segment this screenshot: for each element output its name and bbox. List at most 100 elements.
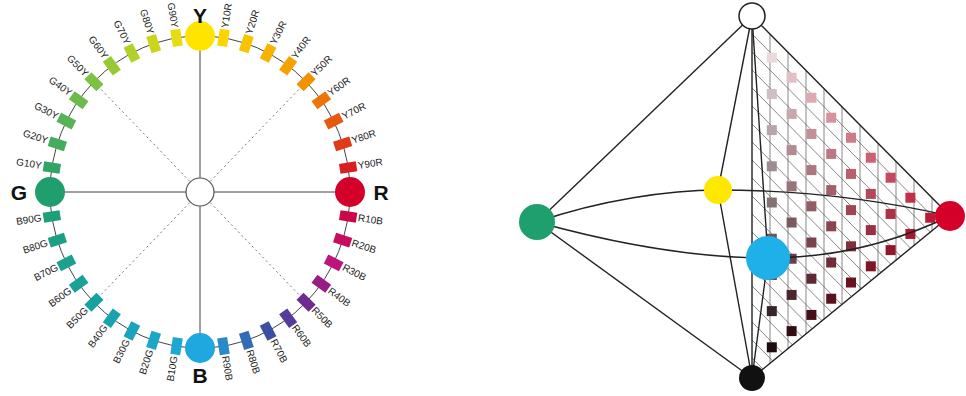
grid-line	[788, 0, 789, 396]
hue-swatch	[217, 29, 230, 47]
hue-swatch	[339, 210, 357, 223]
hue-notation: B50G	[65, 306, 90, 331]
hue-swatch	[333, 233, 352, 248]
nuance-square	[787, 145, 797, 155]
nuance-square	[787, 218, 797, 228]
hue-notation: Y60R	[326, 76, 352, 99]
hue-notation: Y40R	[290, 35, 313, 61]
dashed-diagonal	[200, 192, 306, 302]
center-circle	[186, 178, 214, 206]
nuance-square	[866, 225, 876, 235]
hue-swatch	[333, 136, 352, 151]
hue-notation: R40B	[326, 286, 352, 309]
solid-edge	[718, 16, 752, 190]
hue-notation: G70Y	[111, 19, 132, 46]
nuance-square	[806, 238, 816, 248]
nuance-square	[826, 258, 836, 268]
hue-notation: B80G	[22, 239, 49, 256]
equator-back	[537, 190, 950, 222]
nuance-square	[767, 342, 777, 352]
hue-notation: R80B	[245, 348, 262, 375]
hue-notation: R60B	[290, 323, 313, 349]
hue-swatch	[124, 43, 141, 63]
hue-swatch	[239, 331, 254, 350]
nuance-square	[767, 198, 777, 208]
nuance-squares	[767, 53, 935, 353]
nuance-square	[886, 209, 896, 219]
hue-notation: B40G	[87, 323, 110, 350]
primary-dot	[35, 177, 65, 207]
nuance-square	[826, 113, 836, 123]
yellow-dot	[704, 176, 732, 204]
grid-line	[752, 304, 950, 396]
nuance-square	[846, 278, 856, 288]
nuance-square	[826, 294, 836, 304]
solid-edge	[537, 16, 752, 222]
grid-line	[752, 286, 950, 396]
hue-notation: R50B	[310, 306, 335, 331]
grid-line	[806, 0, 807, 396]
hue-notation: G40Y	[47, 75, 74, 98]
grid-line	[752, 358, 950, 396]
nuance-square	[806, 201, 816, 211]
hue-notation: Y80R	[351, 128, 378, 145]
hue-notation: R20B	[351, 239, 378, 256]
hue-swatch	[324, 113, 344, 130]
hue-notation: R70B	[268, 338, 288, 365]
primary-dot	[185, 21, 215, 51]
primary-letter: G	[11, 182, 27, 203]
hue-swatch	[217, 337, 230, 355]
grid-line	[752, 124, 950, 324]
dashed-diagonal	[200, 82, 306, 192]
hue-notation: G20Y	[22, 128, 49, 145]
primary-dot	[185, 333, 215, 363]
hue-notation: G90Y	[166, 2, 180, 29]
hue-swatch	[260, 321, 277, 341]
hue-notation: R30B	[340, 263, 367, 283]
solid-poles	[519, 3, 965, 391]
hue-swatch	[170, 29, 183, 47]
hue-swatch	[57, 255, 77, 272]
hue-swatch	[146, 34, 161, 53]
hue-notation: B10G	[166, 355, 180, 382]
solid-edge	[752, 16, 768, 258]
primary-letter: B	[192, 365, 207, 386]
nuance-square	[846, 205, 856, 215]
nuance-square	[767, 125, 777, 135]
grid-line	[752, 376, 950, 396]
nuance-square	[846, 133, 856, 143]
nuance-square	[787, 326, 797, 336]
hue-swatch	[43, 210, 61, 223]
hue-notation: G10Y	[16, 157, 43, 171]
hue-notation: B90G	[16, 213, 43, 227]
hue-swatch	[146, 331, 161, 350]
grid-line	[752, 340, 950, 396]
hue-swatch	[57, 113, 77, 130]
hue-notation: R90B	[220, 355, 234, 381]
hue-swatch	[84, 72, 103, 91]
nuance-square	[787, 73, 797, 83]
nuance-square	[925, 213, 935, 223]
nuance-square	[787, 290, 797, 300]
nuance-square	[866, 261, 876, 271]
nuance-square	[866, 153, 876, 163]
hue-notation: Y90R	[357, 157, 383, 171]
hue-notation: G60Y	[87, 34, 110, 61]
grid-line	[752, 196, 950, 396]
hue-swatch	[48, 136, 67, 151]
hue-notation: R10B	[357, 213, 383, 227]
grid-line	[752, 106, 950, 306]
triangle-outline	[752, 16, 950, 378]
grid-line	[860, 0, 861, 396]
hue-swatches	[35, 21, 365, 363]
nuance-square	[806, 165, 816, 175]
nuance-square	[826, 149, 836, 159]
grid-line	[752, 52, 950, 252]
solid-edge	[537, 222, 752, 378]
nuance-square	[787, 181, 797, 191]
hue-notation: Y70R	[340, 101, 367, 121]
hue-notation: B30G	[111, 338, 132, 365]
hue-swatch	[239, 34, 254, 53]
hue-notation: Y50R	[310, 53, 335, 78]
